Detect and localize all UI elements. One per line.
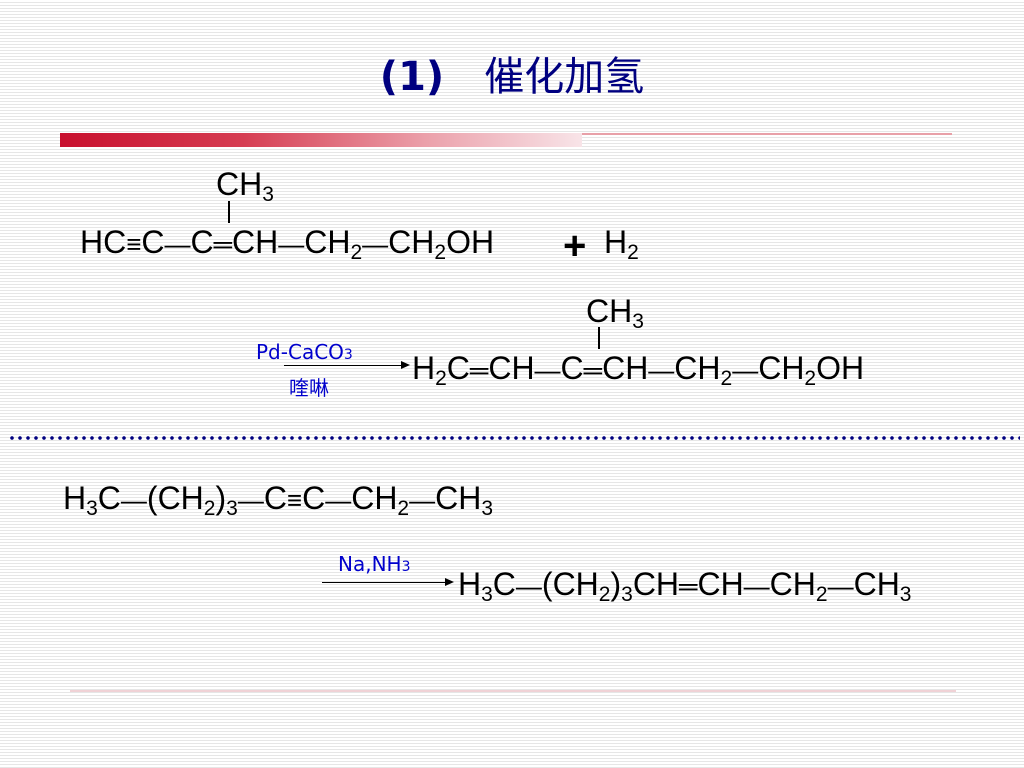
reagent-sodium-ammonia: Na,NH3: [338, 552, 411, 576]
product2-formula: H3C—(CH2)3CH═CH—CH2—CH3: [458, 566, 912, 606]
reagent-hydrogen: H2: [604, 224, 639, 264]
title-accent-bar: [60, 133, 582, 147]
product1-methyl-bond: [598, 327, 600, 349]
section-divider: [8, 433, 1020, 443]
reaction1-arrow: [284, 361, 410, 369]
product1-formula: H2C═CH—C═CH—CH2—CH2OH: [412, 350, 865, 390]
reactant2-formula: H3C—(CH2)3—C≡C—CH2—CH3: [63, 480, 494, 520]
title-accent-line: [582, 133, 952, 135]
slide-title: (1) 催化加氢: [0, 44, 1024, 102]
title-number: (1): [379, 54, 445, 100]
catalyst-label: Pd-CaCO3: [256, 340, 353, 364]
plus-sign: +: [563, 224, 587, 268]
reaction2-arrow: [322, 578, 454, 586]
footer-line: [70, 690, 956, 692]
reactant1-methyl-bond: [228, 201, 230, 223]
product1-methyl: CH3: [586, 293, 644, 333]
reactant1-formula: HC≡C—C═CH—CH2—CH2OH: [80, 224, 495, 264]
catalyst-note: 喹啉: [289, 376, 329, 400]
reactant1-methyl: CH3: [216, 166, 274, 206]
title-text: 催化加氢: [484, 54, 645, 100]
